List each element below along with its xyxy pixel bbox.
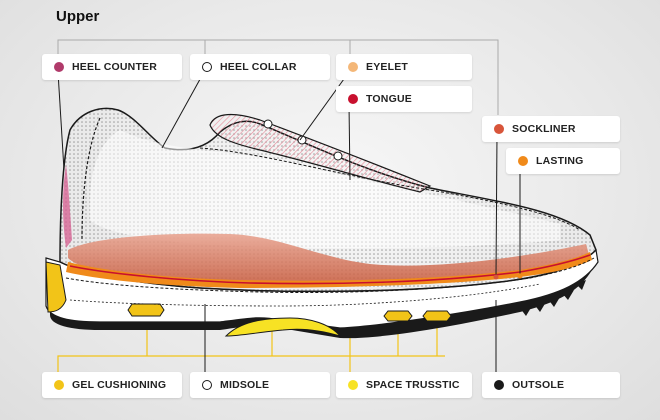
outsole-shape: [50, 262, 595, 339]
tongue-dot: [348, 94, 358, 104]
upper-highlight: [90, 130, 560, 249]
label-heel-counter: HEEL COUNTER: [42, 54, 182, 80]
label-eyelet-text: EYELET: [366, 61, 409, 73]
eyelet-dot: [348, 62, 358, 72]
leader-lines: [57, 71, 521, 376]
label-midsole-text: MIDSOLE: [220, 379, 270, 391]
trusstic-shape: [224, 317, 342, 337]
label-heel-collar-text: HEEL COLLAR: [220, 61, 297, 73]
label-sockliner-text: SOCKLINER: [512, 123, 576, 135]
outsole-dot: [494, 380, 504, 390]
label-space-trusstic-text: SPACE TRUSSTIC: [366, 379, 460, 391]
label-gel-cushioning-text: GEL CUSHIONING: [72, 379, 167, 391]
label-lasting-text: LASTING: [536, 155, 584, 167]
eyelet-3: [333, 151, 343, 161]
lasting-dash: [65, 257, 595, 293]
gel-pad-3: [422, 310, 452, 322]
lasting-shape: [66, 252, 592, 288]
gel-heel-shape: [45, 261, 67, 313]
label-outsole-text: OUTSOLE: [512, 379, 565, 391]
heel-counter-dot: [54, 62, 64, 72]
label-eyelet: EYELET: [336, 54, 472, 80]
gel-pad-1: [127, 303, 165, 317]
label-tongue-text: TONGUE: [366, 93, 412, 105]
heel-stitch: [81, 117, 101, 241]
sockliner-dot: [494, 124, 504, 134]
midsole-dot: [202, 380, 212, 390]
label-sockliner: SOCKLINER: [482, 116, 620, 142]
label-gel-cushioning: GEL CUSHIONING: [42, 372, 182, 398]
space-trusstic-dot: [348, 380, 358, 390]
top-connector-lines: [57, 39, 499, 115]
heel-counter-shape: [63, 165, 72, 248]
label-outsole: OUTSOLE: [482, 372, 620, 398]
label-heel-counter-text: HEEL COUNTER: [72, 61, 158, 73]
midsole-dash: [69, 283, 541, 307]
outsole-treads: [520, 280, 586, 316]
label-tongue: TONGUE: [336, 86, 472, 112]
label-space-trusstic: SPACE TRUSSTIC: [336, 372, 472, 398]
label-lasting: LASTING: [506, 148, 620, 174]
sockliner-shape: [68, 233, 590, 283]
gel-pad-2: [383, 310, 413, 322]
lasting-marker: [517, 273, 523, 279]
label-midsole: MIDSOLE: [190, 372, 330, 398]
upper-stitch: [199, 147, 581, 231]
gel-cushioning-dot: [54, 380, 64, 390]
sockliner-marker: [493, 274, 499, 280]
lasting-stripe: [69, 254, 591, 285]
eyelet-1: [263, 119, 273, 129]
heel-collar-dot: [202, 62, 212, 72]
eyelet-2: [297, 135, 307, 145]
lasting-dot: [518, 156, 528, 166]
label-heel-collar: HEEL COLLAR: [190, 54, 330, 80]
tongue-shape: [209, 114, 432, 193]
diagram-title: Upper: [56, 8, 100, 25]
